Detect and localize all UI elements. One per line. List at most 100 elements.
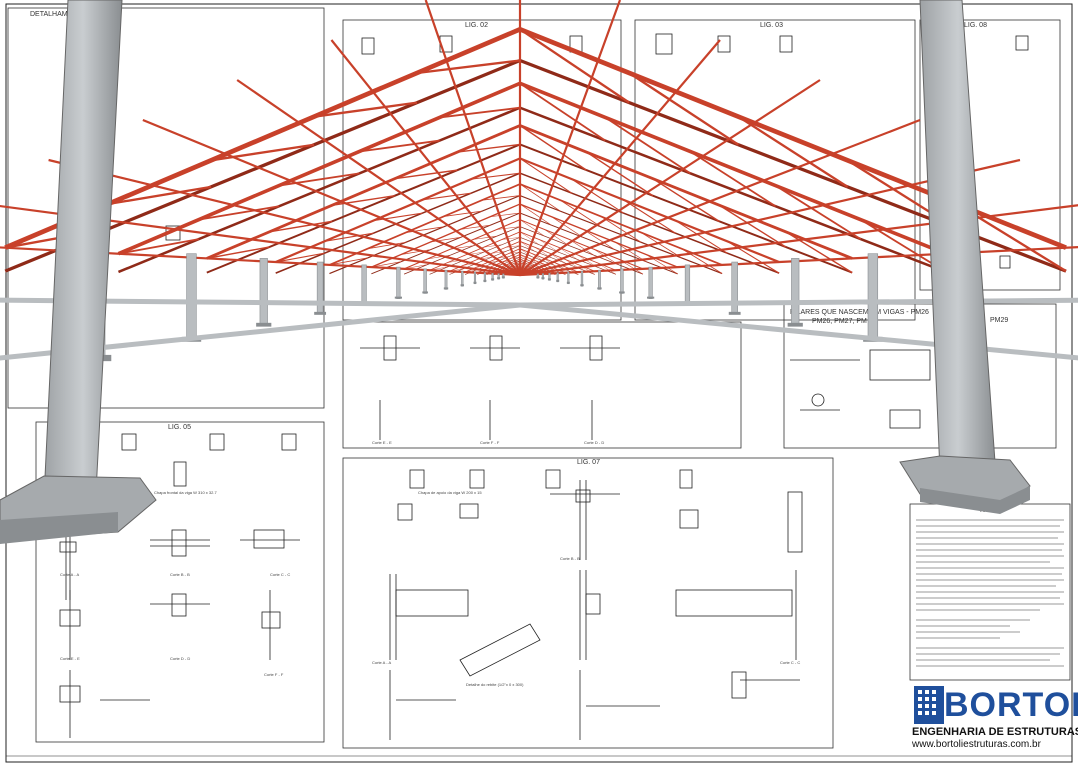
roof-purlin xyxy=(424,0,522,276)
panel-title-pm29: PM29 xyxy=(990,317,1008,324)
panel-lig02 xyxy=(342,19,622,321)
column-left xyxy=(396,266,401,299)
column-right xyxy=(684,264,691,306)
roof-truss-web xyxy=(582,229,615,250)
roof-truss-web xyxy=(551,216,584,238)
column-footing xyxy=(541,277,545,280)
column-right xyxy=(867,253,879,340)
column-left xyxy=(423,268,427,294)
roof-truss-web xyxy=(275,252,325,263)
roof-truss-web xyxy=(539,239,559,253)
panel-title-lig02: LIG. 02 xyxy=(465,22,488,29)
concrete-tie-beam xyxy=(519,297,1078,308)
label-corte-f-lig05: Corte F - F xyxy=(264,672,284,677)
roof-truss-web xyxy=(401,249,431,255)
label-corte-a-lig07: Corte A - A xyxy=(372,660,391,665)
roof-purlin xyxy=(236,79,521,276)
panel-title-pilares-sub: PM26, PM27, PM xyxy=(812,318,867,325)
column-footing xyxy=(556,279,560,282)
roof-truss-web xyxy=(371,261,402,268)
logo-website: www.bortoliestruturas.com.br xyxy=(912,739,1041,750)
column-footing xyxy=(536,276,540,279)
roof-truss-web xyxy=(519,82,606,142)
panel-lig07 xyxy=(342,457,834,749)
roof-purlin xyxy=(519,204,1078,277)
column-right xyxy=(731,261,738,315)
roof-truss-web xyxy=(614,241,647,262)
lig05-details xyxy=(59,433,300,738)
roof-truss-web xyxy=(481,195,521,201)
label-corte-c-lig05: Corte C - C xyxy=(270,572,290,577)
roof-truss-web xyxy=(511,256,521,259)
roof-truss-web xyxy=(593,248,619,265)
column-footing xyxy=(580,284,584,287)
roof-truss-web xyxy=(508,251,521,254)
roof-truss-web xyxy=(519,258,528,264)
roof-truss-web xyxy=(422,192,472,201)
roof-truss-web xyxy=(206,246,270,260)
roof-truss-web xyxy=(785,231,853,274)
column-right xyxy=(580,270,584,287)
roof-purlin xyxy=(142,118,521,277)
lig07-details xyxy=(389,469,803,740)
roof-truss-web xyxy=(210,143,315,162)
roof-purlin xyxy=(519,118,921,277)
roof-truss-web xyxy=(519,157,573,194)
roof-truss-web xyxy=(118,238,199,255)
company-logo: BORTOLI ENGENHARIA DE ESTRUTURAS www.bor… xyxy=(908,684,1078,750)
roof-truss-web xyxy=(571,178,624,214)
label-corte-d-lig05: Corte D - D xyxy=(170,656,190,661)
column-footing xyxy=(256,322,272,327)
label-chapa-frontal-lig05: Chapa frontal da viga W 310 x 32.7 xyxy=(154,490,217,495)
column-footing xyxy=(491,278,495,281)
label-detalhe-rebite: Detalhe do rebite (1/2"x 0 x 300) xyxy=(466,682,524,687)
roof-purlin xyxy=(519,79,821,276)
roof-truss-web xyxy=(519,124,587,171)
roof-truss-web xyxy=(324,232,374,242)
label-corte-e-middle: Corte E - E xyxy=(372,440,392,445)
roof-truss-web xyxy=(460,224,491,230)
roof-truss-web xyxy=(737,115,849,188)
column-left xyxy=(444,269,448,290)
notes-lines xyxy=(916,519,1064,667)
roof-purlin xyxy=(518,0,622,276)
panel-title-lig05: LIG. 05 xyxy=(168,424,191,431)
roof-truss-web xyxy=(497,256,510,259)
label-corte-e-lig05: Corte E - E xyxy=(60,656,80,661)
column-left xyxy=(186,253,197,340)
roof-truss-web xyxy=(367,241,406,250)
label-corte-b-lig07: Corte B - B xyxy=(560,556,580,561)
roof-purlin xyxy=(48,158,521,277)
roof-truss-web xyxy=(628,72,740,146)
roof-purlin xyxy=(519,39,721,276)
roof-truss-web xyxy=(394,169,458,180)
roof-truss-web xyxy=(519,248,532,257)
logo-company-name: BORTOLI xyxy=(944,686,1078,724)
roof-truss-web xyxy=(623,199,676,234)
roof-truss-web xyxy=(652,178,720,222)
roof-truss-web xyxy=(496,226,521,230)
label-corte-a-lig05: Corte A - A xyxy=(60,572,79,577)
roof-truss-web xyxy=(775,184,862,240)
roof-truss-web xyxy=(519,241,536,252)
roof-truss-web xyxy=(689,150,777,208)
roof-truss-web xyxy=(331,195,395,206)
roof-truss-web xyxy=(269,220,333,233)
column-right xyxy=(791,258,800,326)
roof-truss-web xyxy=(490,212,521,218)
panel-title-pilares: PILARES QUE NASCEM EM VIGAS - PM26 xyxy=(790,309,929,316)
roof-truss-web xyxy=(604,116,691,175)
panel-title-lig07: LIG. 07 xyxy=(577,459,600,466)
column-left xyxy=(461,270,464,287)
label-corte-d-middle: Corte D - D xyxy=(584,440,604,445)
roof-truss-web xyxy=(718,204,787,248)
roof-truss-web xyxy=(544,229,570,246)
column-right xyxy=(620,268,624,294)
panel-title-lig03: LIG. 03 xyxy=(760,22,783,29)
middle-details xyxy=(360,335,931,440)
roof-truss-web xyxy=(586,151,654,197)
roof-truss-web xyxy=(569,239,594,256)
column-footing xyxy=(497,277,501,280)
concrete-tie-beam xyxy=(519,302,1078,361)
